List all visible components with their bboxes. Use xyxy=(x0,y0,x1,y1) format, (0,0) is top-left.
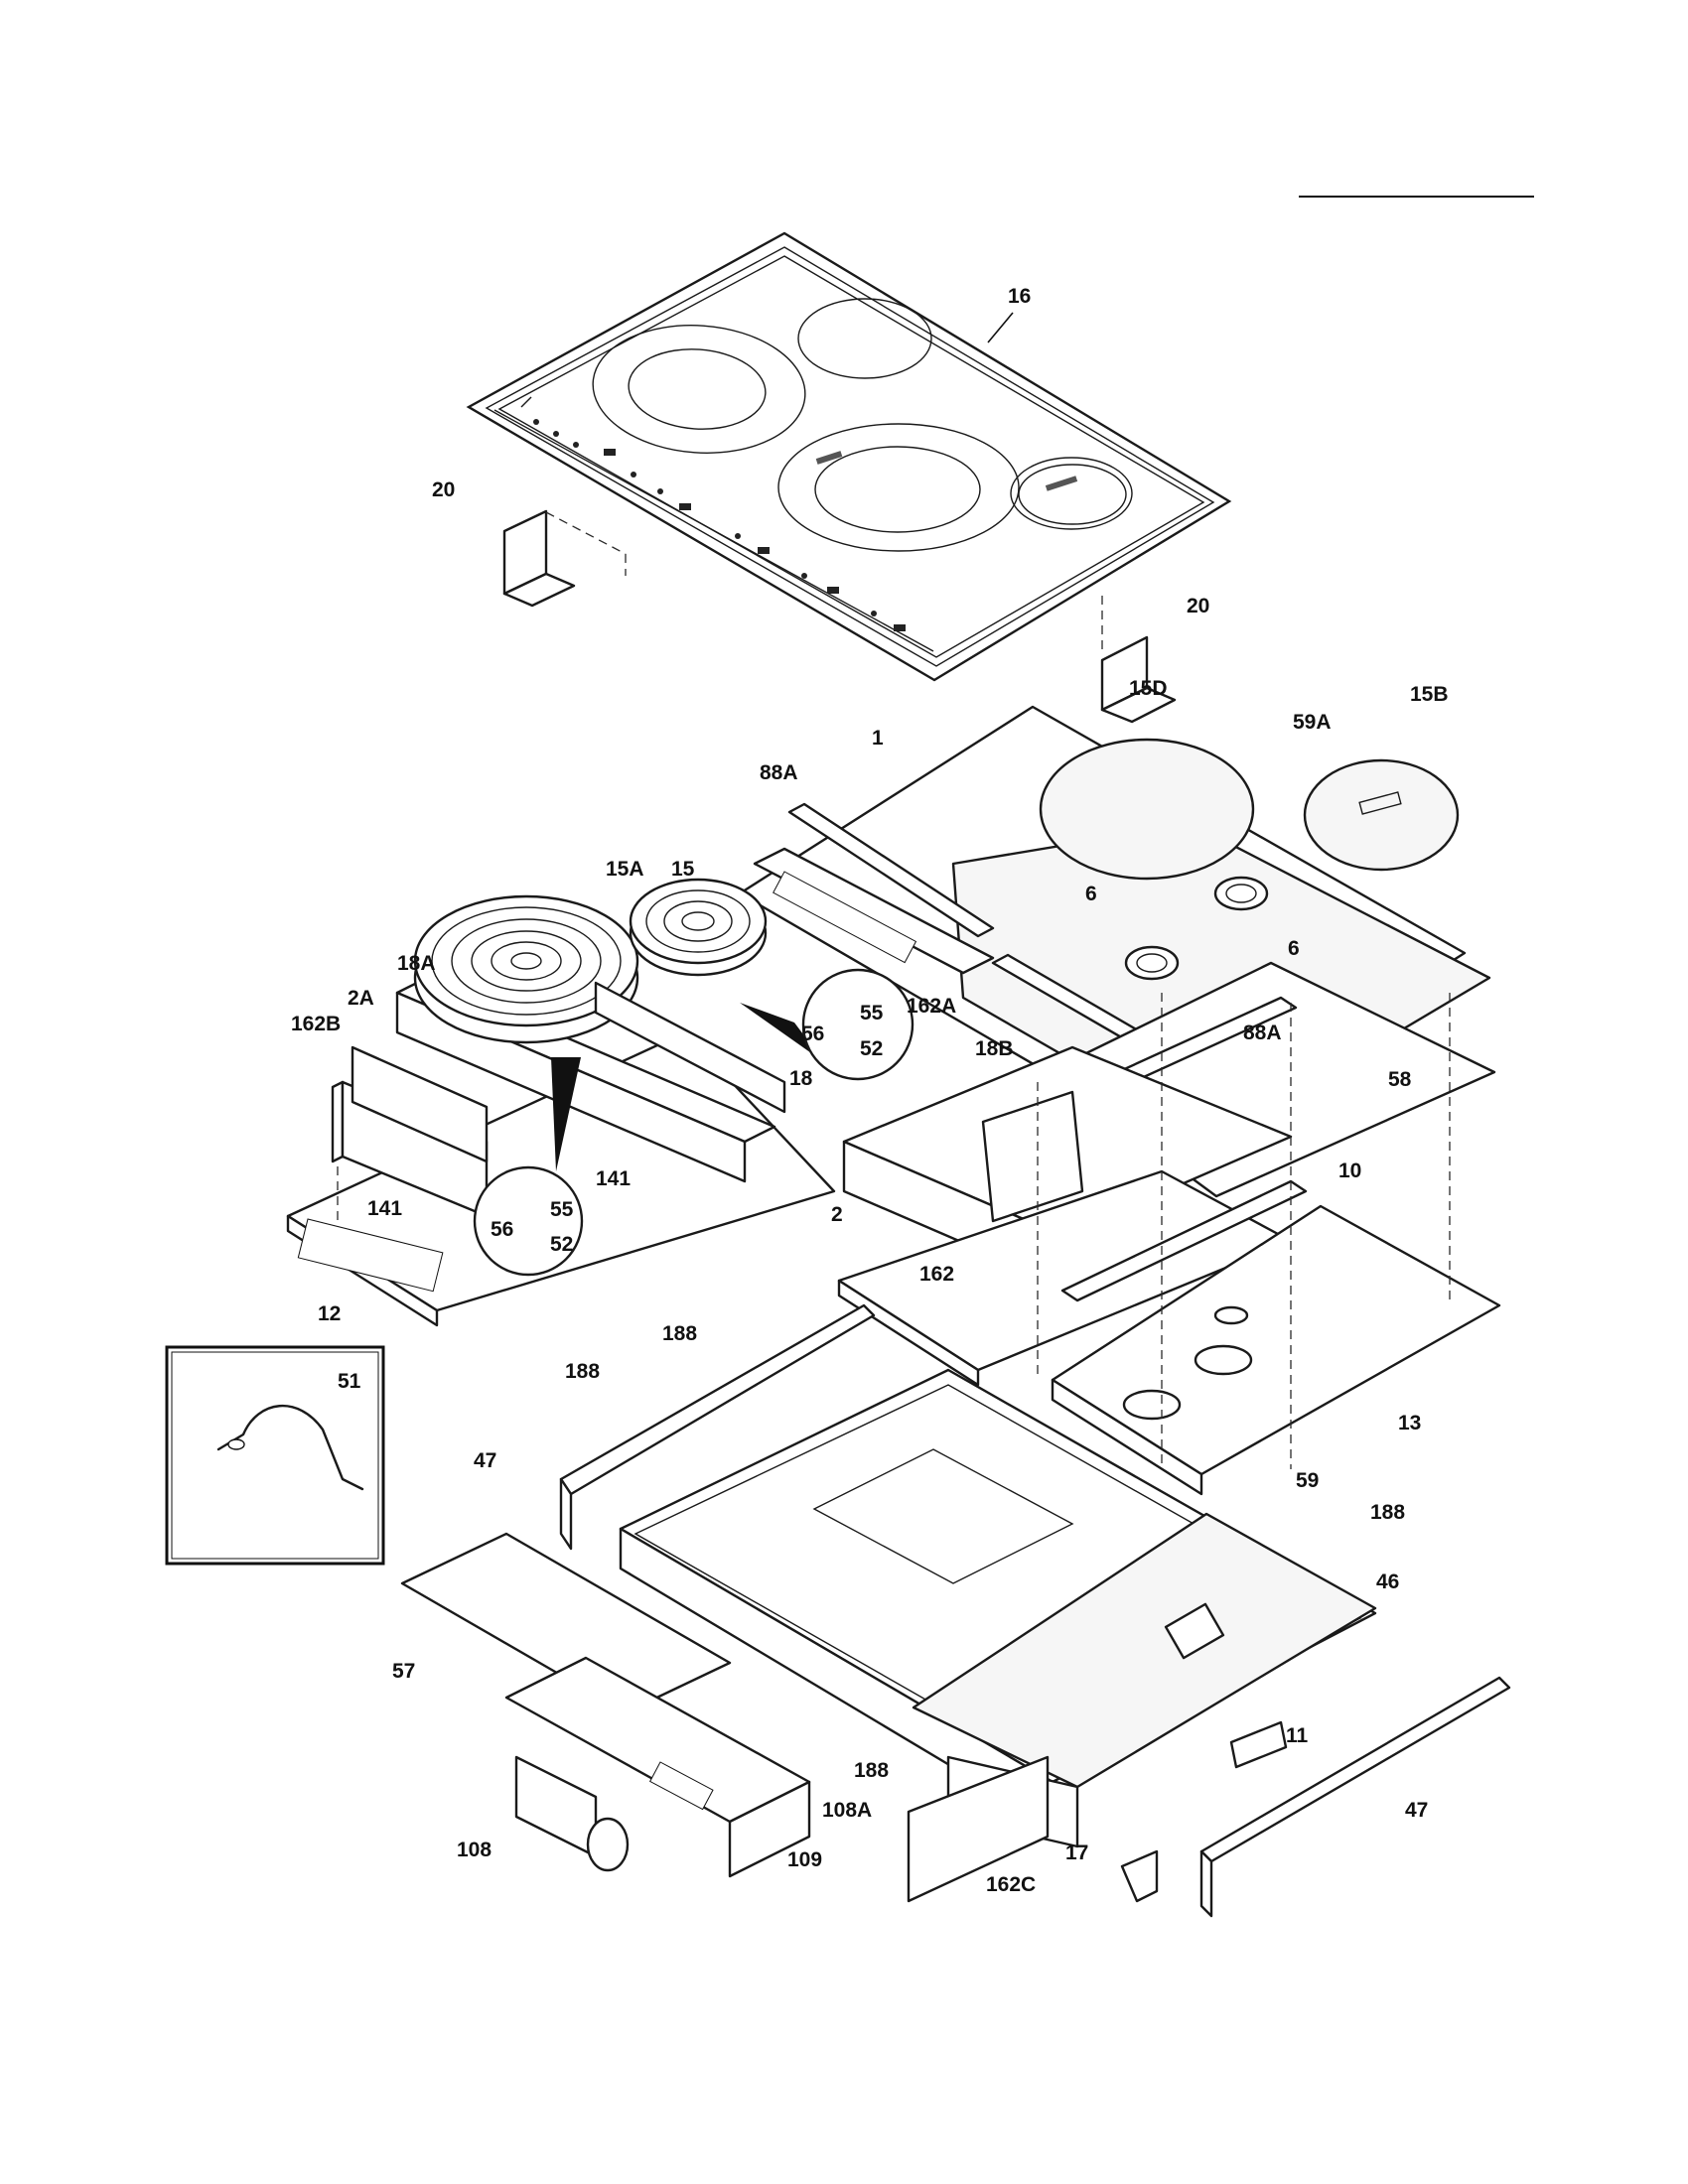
bracket-left xyxy=(502,509,627,608)
label-56-b: 56 xyxy=(491,1218,513,1241)
label-162: 162 xyxy=(919,1263,954,1286)
label-52-b: 52 xyxy=(550,1233,573,1256)
leveling-bracket xyxy=(1120,1849,1159,1903)
label-162a: 162A xyxy=(907,995,956,1018)
label-2a: 2A xyxy=(348,987,374,1010)
label-20-left: 20 xyxy=(432,478,455,501)
label-141-b: 141 xyxy=(367,1197,402,1220)
label-162c: 162C xyxy=(986,1873,1036,1896)
label-59: 59 xyxy=(1296,1469,1319,1492)
label-15b: 15B xyxy=(1410,683,1449,706)
label-17: 17 xyxy=(1065,1842,1088,1864)
label-59a: 59A xyxy=(1293,711,1332,734)
blower-motor xyxy=(514,1755,630,1872)
label-109: 109 xyxy=(787,1848,822,1871)
label-20-right: 20 xyxy=(1187,595,1209,617)
blower-assembly xyxy=(400,1532,811,1878)
left-element-assembly xyxy=(286,878,836,1327)
label-18b: 18B xyxy=(975,1037,1014,1060)
label-6-a: 6 xyxy=(1085,883,1097,905)
label-11: 11 xyxy=(1286,1724,1309,1747)
label-15d: 15D xyxy=(1129,677,1168,700)
inset-box-51 xyxy=(165,1345,385,1566)
label-16: 16 xyxy=(1008,285,1031,308)
lower-side-panel xyxy=(907,1755,1050,1903)
assembly-guide-lines xyxy=(337,993,1451,1469)
label-13: 13 xyxy=(1398,1412,1421,1434)
label-57: 57 xyxy=(392,1660,415,1683)
glass-cooktop xyxy=(466,231,1232,682)
screw-detail-circle-b xyxy=(473,1057,584,1277)
label-56-a: 56 xyxy=(801,1023,824,1045)
label-1: 1 xyxy=(872,727,884,750)
label-108a: 108A xyxy=(822,1799,872,1822)
label-15: 15 xyxy=(671,858,695,881)
label-6-b: 6 xyxy=(1288,937,1300,960)
label-51: 51 xyxy=(338,1370,361,1393)
bracket-right xyxy=(1100,596,1177,724)
label-18a: 18A xyxy=(397,952,436,975)
label-88a-bottom: 88A xyxy=(1243,1022,1282,1044)
label-108: 108 xyxy=(457,1839,492,1861)
label-12: 12 xyxy=(318,1302,341,1325)
label-55-b: 55 xyxy=(550,1198,574,1221)
label-15a: 15A xyxy=(606,858,644,881)
label-188-a: 188 xyxy=(662,1322,697,1345)
label-88a-top: 88A xyxy=(760,761,798,784)
label-188-d: 188 xyxy=(854,1759,889,1782)
label-18: 18 xyxy=(789,1067,813,1090)
label-2: 2 xyxy=(831,1203,843,1226)
label-55-a: 55 xyxy=(860,1002,884,1024)
screw-detail-circle-a xyxy=(740,968,914,1081)
label-47-front: 47 xyxy=(1405,1799,1428,1822)
label-188-c: 188 xyxy=(1370,1501,1405,1524)
callouts: 16 20 20 15D 15B 59A 1 88A 15A 15 6 6 18… xyxy=(291,285,1449,1896)
label-162b: 162B xyxy=(291,1013,341,1035)
label-10: 10 xyxy=(1338,1160,1361,1182)
label-46: 46 xyxy=(1376,1570,1399,1593)
label-188-b: 188 xyxy=(565,1360,600,1383)
bottom-clip xyxy=(1229,1720,1288,1769)
front-rail xyxy=(1199,1676,1511,1918)
rear-rail xyxy=(559,1303,876,1551)
label-58: 58 xyxy=(1388,1068,1412,1091)
label-141-a: 141 xyxy=(596,1167,631,1190)
front-vent-panel xyxy=(753,847,995,975)
label-52-a: 52 xyxy=(860,1037,883,1060)
label-47-rear: 47 xyxy=(474,1449,496,1472)
